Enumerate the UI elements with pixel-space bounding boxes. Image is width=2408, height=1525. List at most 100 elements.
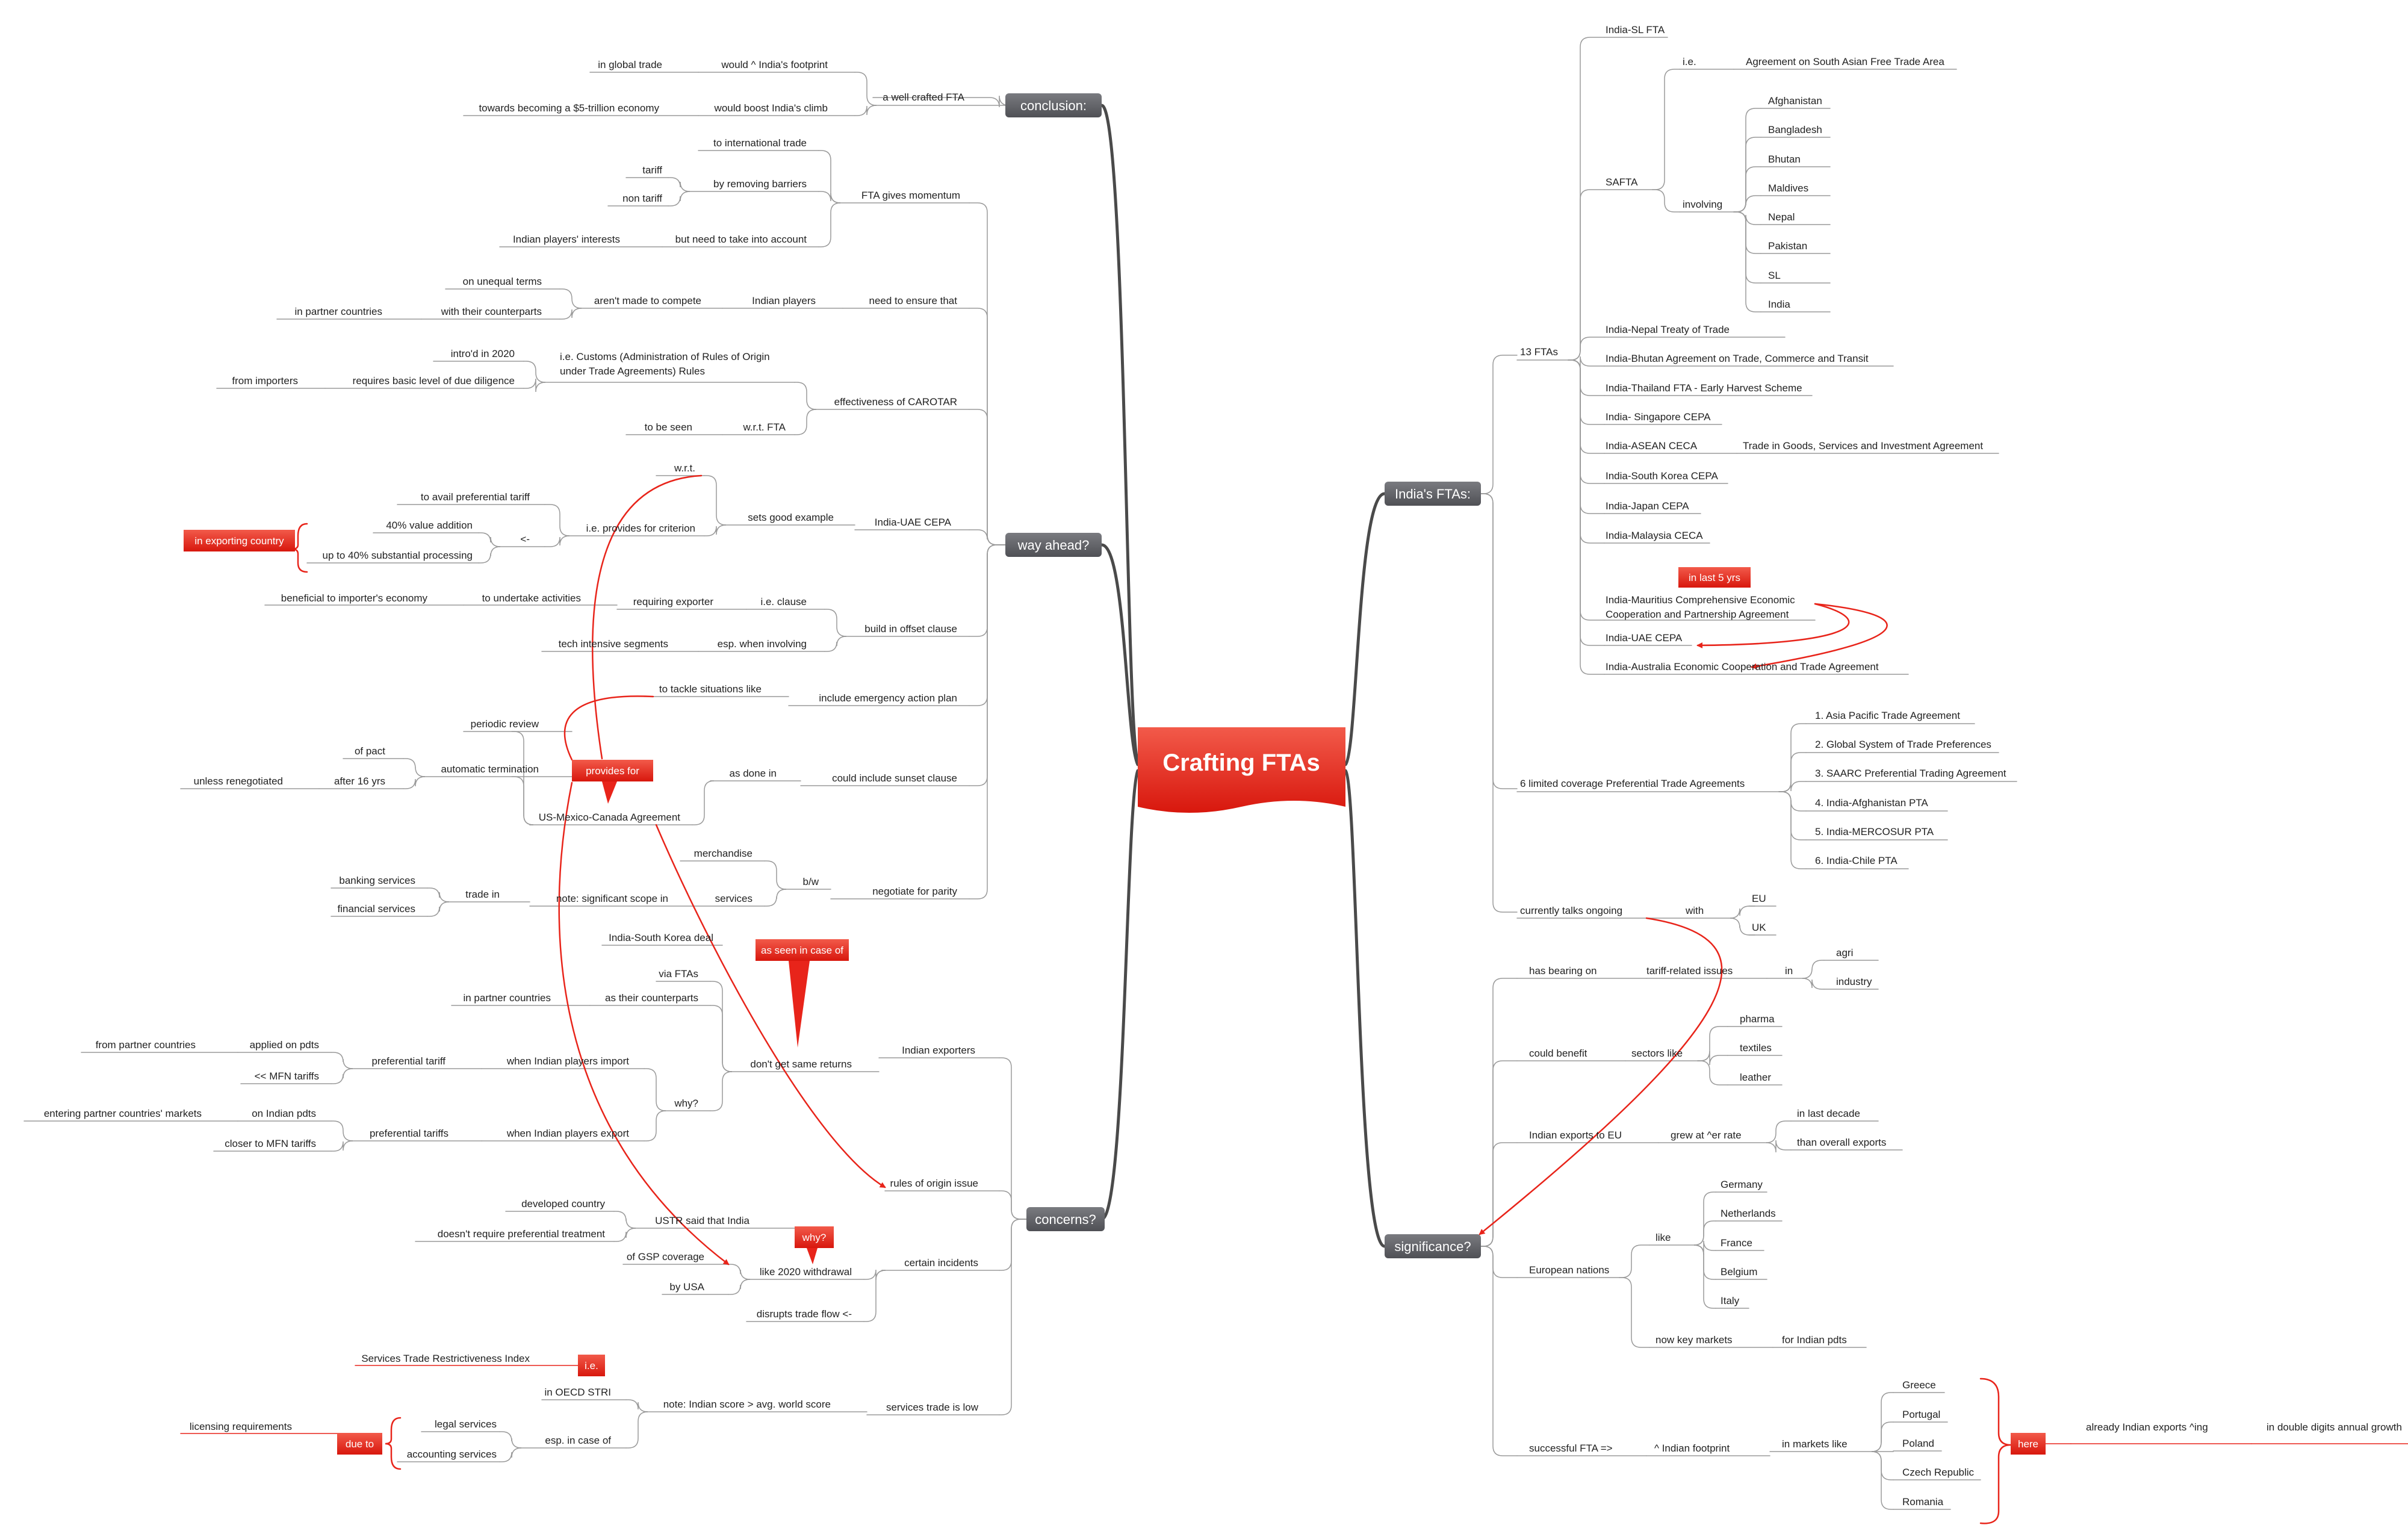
- node-w-ofpact: of pact: [355, 745, 385, 757]
- node-s-overall: than overall exports: [1797, 1137, 1886, 1148]
- node-s-bearing: has bearing on: [1529, 965, 1597, 977]
- node-i-asean-note: Trade in Goods, Services and Investment …: [1743, 440, 1983, 452]
- node-p5: 5. India-MERCOSUR PTA: [1815, 826, 1934, 837]
- node-w-bw: b/w: [803, 876, 819, 887]
- node-k-viafta: via FTAs: [659, 968, 698, 980]
- node-k-whenexport: when Indian players export: [506, 1128, 629, 1139]
- node-c-afg: Afghanistan: [1768, 95, 1822, 107]
- node-w-parity: negotiate for parity: [872, 886, 957, 897]
- node-k-preftariff: preferential tariff: [371, 1055, 445, 1067]
- node-s-fra: France: [1721, 1237, 1752, 1249]
- node-w-uaecepa: India-UAE CEPA: [875, 517, 952, 528]
- node-w-butneed: but need to take into account: [675, 234, 807, 245]
- header-concerns[interactable]: [1026, 1207, 1105, 1231]
- node-k-korea: India-South Korea deal: [609, 932, 713, 943]
- node-k-doesnt: doesn't require preferential treatment: [438, 1228, 606, 1240]
- header-conclusion-label: conclusion:: [1020, 98, 1087, 113]
- node-k-inpartner: in partner countries: [463, 992, 551, 1004]
- node-k-whenimport: when Indian players import: [506, 1055, 629, 1067]
- node-w-nontariff: non tariff: [622, 193, 662, 204]
- node-s-pol: Poland: [1902, 1438, 1934, 1449]
- node-w-arent: aren't made to compete: [594, 295, 701, 306]
- node-w-asdone: as done in: [730, 768, 777, 779]
- callout-provides: [572, 760, 653, 804]
- node-w-undertake: to undertake activities: [482, 592, 581, 604]
- node-i-ie: i.e.: [1683, 56, 1696, 67]
- node-k-ascounter: as their counterparts: [605, 992, 698, 1004]
- node-w-players: Indian players: [752, 295, 816, 306]
- node-w-ieclause: i.e. clause: [760, 596, 807, 607]
- node-k-rules: rules of origin issue: [890, 1178, 978, 1189]
- header-way[interactable]: [1005, 533, 1102, 557]
- node-i-safta-full: Agreement on South Asian Free Trade Area: [1746, 56, 1944, 67]
- node-s-agri: agri: [1836, 947, 1853, 958]
- node-k-acct: accounting services: [407, 1449, 497, 1460]
- node-w-merch: merchandise: [694, 848, 752, 859]
- callout-dueto: [337, 1433, 382, 1455]
- header-conclusion[interactable]: [1005, 93, 1102, 117]
- header-india[interactable]: [1385, 482, 1481, 506]
- node-s-grew: grew at ^er rate: [1671, 1129, 1742, 1141]
- node-w-partner: in partner countries: [294, 306, 382, 317]
- node-w-arrow: <-: [520, 533, 530, 545]
- node-k-gsp: of GSP coverage: [627, 1251, 704, 1263]
- node-s-ger: Germany: [1721, 1179, 1763, 1190]
- node-w-services: services: [715, 893, 752, 904]
- node-i-involving: involving: [1683, 199, 1722, 210]
- node-k-espcase: esp. in case of: [545, 1435, 611, 1446]
- node-w-tech: tech intensive segments: [559, 638, 668, 650]
- node-c-nep: Nepal: [1768, 211, 1795, 223]
- callout-why: [795, 1226, 834, 1264]
- node-w-unequal: on unequal terms: [463, 276, 542, 287]
- node-p1: 1. Asia Pacific Trade Agreement: [1815, 710, 1960, 721]
- node-i-pta: 6 limited coverage Preferential Trade Ag…: [1520, 778, 1745, 789]
- node-s-forpdts: for Indian pdts: [1782, 1334, 1847, 1346]
- node-k-note: note: Indian score > avg. world score: [663, 1399, 831, 1410]
- node-s-benefit: could benefit: [1529, 1048, 1587, 1059]
- node-i-uk: UK: [1752, 922, 1766, 933]
- node-i-korea: India-South Korea CEPA: [1606, 470, 1718, 482]
- node-w-note: note: significant scope in: [556, 893, 668, 904]
- node-s-gre: Greece: [1902, 1379, 1936, 1391]
- node-w-counter: with their counterparts: [441, 306, 542, 317]
- node-k-dont: don't get same returns: [750, 1058, 852, 1070]
- node-s-por: Portugal: [1902, 1409, 1940, 1420]
- callout-here: [2011, 1433, 2046, 1455]
- node-s-key: now key markets: [1656, 1334, 1733, 1346]
- node-w-esp: esp. when involving: [718, 638, 807, 650]
- node-i-malaysia: India-Malaysia CECA: [1606, 530, 1703, 541]
- callout-last5-label: in last 5 yrs: [1689, 572, 1740, 583]
- callout-provides-label: provides for: [586, 765, 639, 777]
- header-significance[interactable]: [1385, 1234, 1481, 1258]
- node-k-licensing: licensing requirements: [190, 1421, 292, 1432]
- node-w-after16: after 16 yrs: [334, 775, 385, 787]
- header-significance-label: significance?: [1394, 1239, 1471, 1254]
- node-cn-wellfta: a well crafted FTA: [883, 92, 964, 103]
- central-topic[interactable]: [1138, 727, 1345, 813]
- node-k-like2020: like 2020 withdrawal: [760, 1266, 852, 1278]
- node-s-industry: industry: [1836, 976, 1872, 987]
- central-topic-label: Crafting FTAs: [1162, 750, 1320, 776]
- node-w-customs1: i.e. Customs (Administration of Rules of…: [560, 351, 770, 362]
- node-s-rom: Romania: [1902, 1496, 1944, 1508]
- callout-ie: [578, 1355, 605, 1376]
- node-w-tariff: tariff: [642, 164, 662, 176]
- node-s-cze: Czech Republic: [1902, 1467, 1975, 1478]
- node-w-tradein: trade in: [465, 889, 500, 900]
- node-w-removing: by removing barriers: [713, 178, 807, 190]
- node-s-succ: successful FTA =>: [1529, 1443, 1613, 1454]
- node-s-ita: Italy: [1721, 1295, 1740, 1306]
- node-k-entering: entering partner countries' markets: [44, 1108, 202, 1119]
- node-p6: 6. India-Chile PTA: [1815, 855, 1898, 866]
- node-w-unless: unless renegotiated: [194, 775, 283, 787]
- node-w-offset: build in offset clause: [864, 623, 957, 635]
- node-i-thai: India-Thailand FTA - Early Harvest Schem…: [1606, 382, 1802, 394]
- node-i-13: 13 FTAs: [1520, 346, 1558, 358]
- node-s-neth: Netherlands: [1721, 1208, 1776, 1219]
- node-w-tobeseen: to be seen: [645, 421, 692, 433]
- node-c-bang: Bangladesh: [1768, 124, 1822, 135]
- node-k-ustr: USTR said that India: [655, 1215, 749, 1226]
- node-s-sectors: sectors like: [1631, 1048, 1683, 1059]
- node-k-preftariffs: preferential tariffs: [370, 1128, 448, 1139]
